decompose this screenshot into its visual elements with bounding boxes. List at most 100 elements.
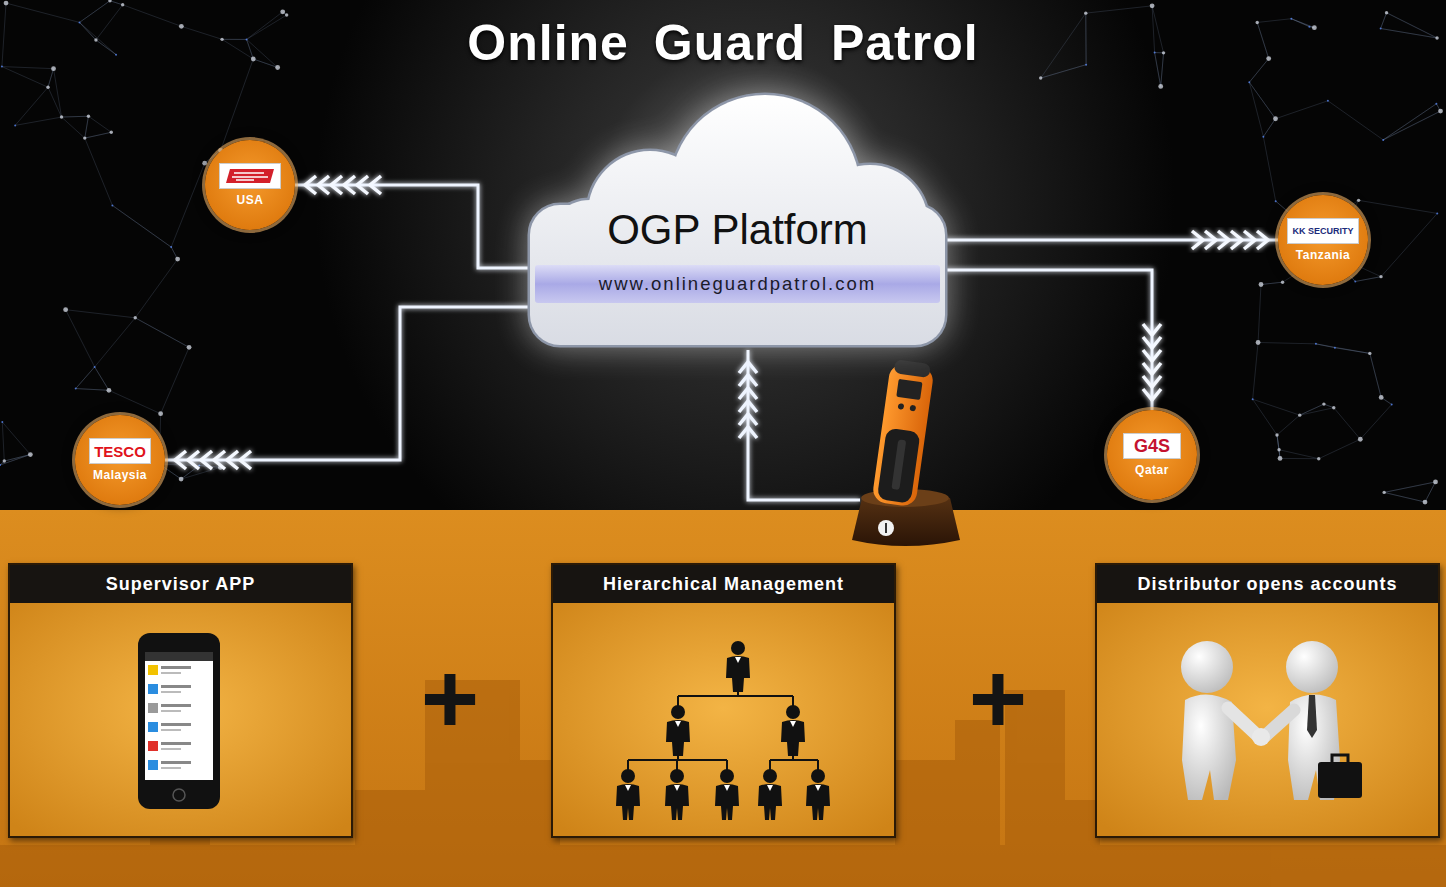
network-dot xyxy=(220,38,223,41)
network-dot xyxy=(1379,275,1382,278)
network-dot xyxy=(1436,212,1438,214)
network-line xyxy=(253,59,277,67)
dark-sky xyxy=(0,0,1446,512)
network-dot xyxy=(111,204,113,206)
network-dot xyxy=(1312,25,1317,30)
network-line xyxy=(1381,29,1437,38)
network-line xyxy=(1253,342,1258,399)
network-line xyxy=(1263,137,1275,201)
network-line xyxy=(1155,53,1161,87)
network-dot xyxy=(115,54,117,56)
network-line xyxy=(1387,13,1438,38)
network-line xyxy=(1425,482,1435,502)
network-dot xyxy=(1248,81,1250,83)
connector-line xyxy=(165,307,530,460)
network-line xyxy=(4,455,30,462)
client-logo-text: G4S xyxy=(1134,436,1170,457)
network-dot xyxy=(79,21,81,23)
client-logo xyxy=(219,163,281,189)
network-dot xyxy=(1277,448,1280,451)
network-line xyxy=(1316,344,1370,354)
network-line xyxy=(80,22,96,40)
network-line xyxy=(1381,13,1387,29)
country-name: Tanzania xyxy=(1296,248,1350,262)
network-dot xyxy=(179,477,184,482)
country-name: USA xyxy=(237,193,264,207)
network-line xyxy=(123,5,182,27)
network-line xyxy=(76,389,109,391)
network-line xyxy=(62,116,89,118)
network-line xyxy=(110,1,123,5)
network-line xyxy=(2,67,54,69)
network-line xyxy=(1263,119,1275,137)
panel-body xyxy=(10,603,1438,836)
network-line xyxy=(85,138,113,205)
network-line xyxy=(253,59,277,67)
network-line xyxy=(1152,6,1155,53)
network-line xyxy=(2,67,48,88)
network-dot xyxy=(1,421,3,423)
panel-heading: Distributor opens accounts xyxy=(1097,565,1438,603)
network-line xyxy=(1257,22,1268,58)
data-flow-connector xyxy=(945,270,1161,410)
network-line xyxy=(15,117,61,125)
network-line xyxy=(1263,119,1275,137)
network-line xyxy=(96,5,123,40)
arrowhead-chevron xyxy=(1205,231,1216,249)
network-line xyxy=(1279,450,1319,459)
network-dot xyxy=(1158,84,1163,89)
network-line xyxy=(85,116,89,138)
arrowhead-chevron xyxy=(1143,337,1161,348)
network-line xyxy=(1381,13,1387,29)
network-line xyxy=(247,12,283,40)
network-line xyxy=(48,69,54,88)
network-dot xyxy=(1298,413,1301,416)
org-chart-icon xyxy=(616,641,830,820)
client-location-badge: KK SECURITYTanzania xyxy=(1278,195,1368,285)
network-dot xyxy=(1281,280,1284,283)
network-dot xyxy=(1,66,3,68)
network-line xyxy=(1300,408,1334,415)
network-dot xyxy=(1275,200,1277,202)
network-line xyxy=(0,455,30,465)
arrowhead-chevron xyxy=(227,451,238,469)
network-line xyxy=(96,40,116,55)
smartphone-icon xyxy=(138,633,220,809)
panel-heading: Hierarchical Management xyxy=(553,565,894,603)
network-line xyxy=(1041,65,1086,78)
network-line xyxy=(1161,53,1164,87)
network-line xyxy=(1384,492,1425,502)
client-location-badge: USA xyxy=(205,140,295,230)
network-line xyxy=(1258,285,1261,343)
network-line xyxy=(1359,200,1438,213)
network-dot xyxy=(1162,51,1165,54)
client-location-badge: G4SQatar xyxy=(1107,410,1197,500)
network-line xyxy=(1360,404,1391,439)
network-line xyxy=(247,39,254,59)
network-dot xyxy=(94,38,97,41)
arrowhead-chevron xyxy=(1244,231,1255,249)
network-dot xyxy=(187,345,192,350)
data-flow-connector xyxy=(945,231,1278,249)
arrowhead-chevron xyxy=(344,176,355,194)
network-line xyxy=(85,132,111,138)
network-dot xyxy=(1391,403,1393,405)
network-line xyxy=(1257,22,1268,58)
network-dot xyxy=(1433,480,1438,485)
network-dot xyxy=(110,131,113,134)
network-line xyxy=(66,310,136,318)
network-dot xyxy=(1290,18,1292,20)
arrowhead-chevron xyxy=(1143,350,1161,361)
network-dot xyxy=(1332,406,1335,409)
network-dot xyxy=(1039,76,1042,79)
network-line xyxy=(1249,82,1263,136)
network-line xyxy=(95,367,109,390)
network-dot xyxy=(1084,11,1087,14)
network-line xyxy=(1249,59,1268,83)
network-line xyxy=(1277,435,1280,458)
network-line xyxy=(1291,19,1309,27)
network-line xyxy=(1355,277,1381,282)
plus-sign: + xyxy=(948,648,1048,748)
network-line xyxy=(1355,277,1381,282)
label-holder: + xyxy=(400,648,500,748)
